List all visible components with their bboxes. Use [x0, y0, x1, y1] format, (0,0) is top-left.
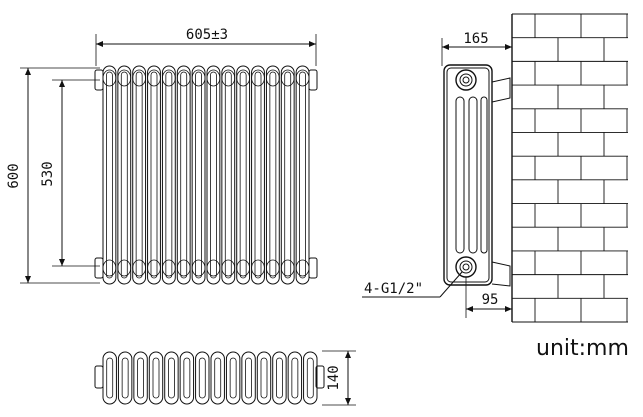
top-view-column	[148, 351, 164, 405]
radiator-column	[221, 65, 236, 285]
radiator-column	[206, 65, 221, 285]
top-view-column	[272, 351, 287, 405]
side-depth-dimension: 165	[441, 31, 512, 66]
front-width-dimension: 605±3	[95, 27, 317, 66]
radiator-column	[191, 65, 206, 285]
top-view-column	[133, 351, 148, 405]
top-view-column	[225, 351, 241, 405]
bottom-right-plug	[308, 257, 318, 279]
front-width-label: 605±3	[186, 27, 228, 43]
side-offset-label: 95	[482, 292, 499, 308]
unit-label: unit:mm	[536, 336, 629, 361]
top-right-plug	[308, 69, 318, 91]
top-view-left-plug	[94, 365, 104, 389]
top-depth-dimension: 140	[322, 350, 356, 406]
radiator-column	[161, 65, 176, 285]
side-offset-dimension: 95	[465, 277, 512, 318]
front-center-label: 530	[40, 161, 56, 186]
side-view: 165 4-G1/2"	[362, 13, 628, 323]
radiator-column	[102, 65, 117, 285]
top-view-column	[102, 351, 117, 405]
top-view-right-plug	[315, 365, 325, 389]
top-view: 140	[94, 350, 356, 406]
brick-wall	[511, 13, 628, 323]
top-view-column	[164, 351, 179, 405]
front-center-dimension: 530	[40, 79, 100, 267]
radiator-column	[117, 65, 132, 285]
top-connection-icon	[455, 69, 477, 91]
radiator-column	[132, 65, 147, 285]
top-view-column	[195, 351, 210, 405]
bottom-connection-icon	[455, 256, 477, 278]
top-depth-label: 140	[326, 365, 342, 390]
radiator-column	[251, 65, 265, 285]
radiator-column	[295, 65, 310, 285]
front-height-dimension: 600	[6, 67, 100, 284]
radiator-column	[147, 65, 161, 285]
radiator-column	[176, 65, 191, 285]
front-radiator-body	[94, 65, 318, 285]
top-radiator-body	[94, 351, 325, 405]
connection-label: 4-G1/2"	[364, 281, 423, 297]
top-view-column	[117, 351, 133, 405]
side-depth-label: 165	[463, 31, 488, 47]
top-view-column	[179, 351, 195, 405]
front-view: 605±3 600 530	[6, 27, 318, 285]
top-view-column	[303, 351, 318, 405]
side-radiator-body	[443, 64, 511, 287]
top-view-column	[210, 351, 225, 405]
top-view-column	[287, 351, 303, 405]
front-height-label: 600	[6, 163, 22, 188]
radiator-column	[280, 65, 295, 285]
connection-callout: 4-G1/2"	[362, 271, 463, 298]
bottom-left-plug	[94, 257, 104, 279]
radiator-column	[236, 65, 251, 285]
top-view-column	[256, 351, 272, 405]
top-view-column	[241, 351, 256, 405]
radiator-column	[265, 65, 280, 285]
